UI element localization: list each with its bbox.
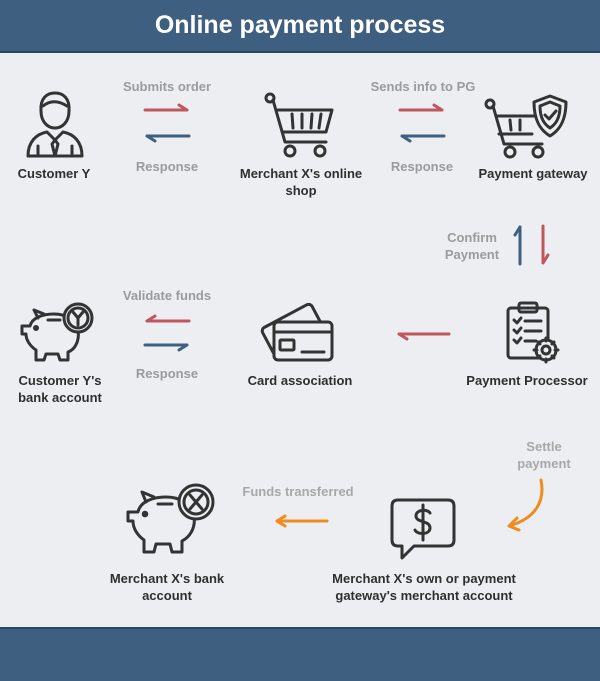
piggy-bank-y-icon [20,302,94,362]
node-payment-gateway-label: Payment gateway [478,166,588,181]
shopping-cart-icon [264,92,334,158]
flow-submits-order: Submits order [122,79,212,94]
sends-info-arrow [398,103,444,112]
response-arrow-1 [145,134,191,143]
credit-cards-icon [260,302,334,362]
flow-sends-info: Sends info to PG [370,79,476,94]
flow-response-3: Response [135,366,199,381]
settle-payment-arrow [507,478,544,532]
node-customer-label: Customer Y [17,166,91,181]
piggy-bank-x-icon [126,483,215,554]
processor-to-card-arrow [397,332,451,341]
confirm-down-arrow [541,224,550,265]
header-divider [0,51,600,53]
validate-funds-arrow [145,314,191,323]
dollar-speech-bubble-icon [390,498,456,560]
response-arrow-3 [143,343,189,352]
footer-divider [0,627,600,629]
page-title: Online payment process [154,11,446,39]
response-arrow-2 [400,134,446,143]
flow-response-1: Response [135,159,199,174]
flow-settle-payment: Settle payment [517,439,571,471]
node-merchant-shop-label: Merchant X's online shop [239,166,363,198]
node-merchant-bank-label: Merchant X's bank account [109,571,225,603]
cart-shield-icon [484,94,568,159]
node-card-association-label: Card association [247,373,353,388]
node-merchant-account-label: Merchant X's own or payment gateway's me… [332,571,516,603]
header-bar [0,0,600,51]
confirm-up-arrow [513,225,522,266]
person-icon [26,91,84,158]
flow-confirm-payment: Confirm Payment [444,230,500,262]
flow-response-2: Response [390,159,454,174]
funds-transferred-arrow [275,514,329,528]
flow-funds-transferred: Funds transferred [242,484,354,499]
node-customer-bank-label: Customer Y's bank account [18,373,102,405]
node-payment-processor-label: Payment Processor [466,373,588,388]
footer-bar [0,629,600,681]
clipboard-gear-icon [506,301,560,364]
submits-order-arrow [143,103,189,112]
flow-validate-funds: Validate funds [122,288,212,303]
